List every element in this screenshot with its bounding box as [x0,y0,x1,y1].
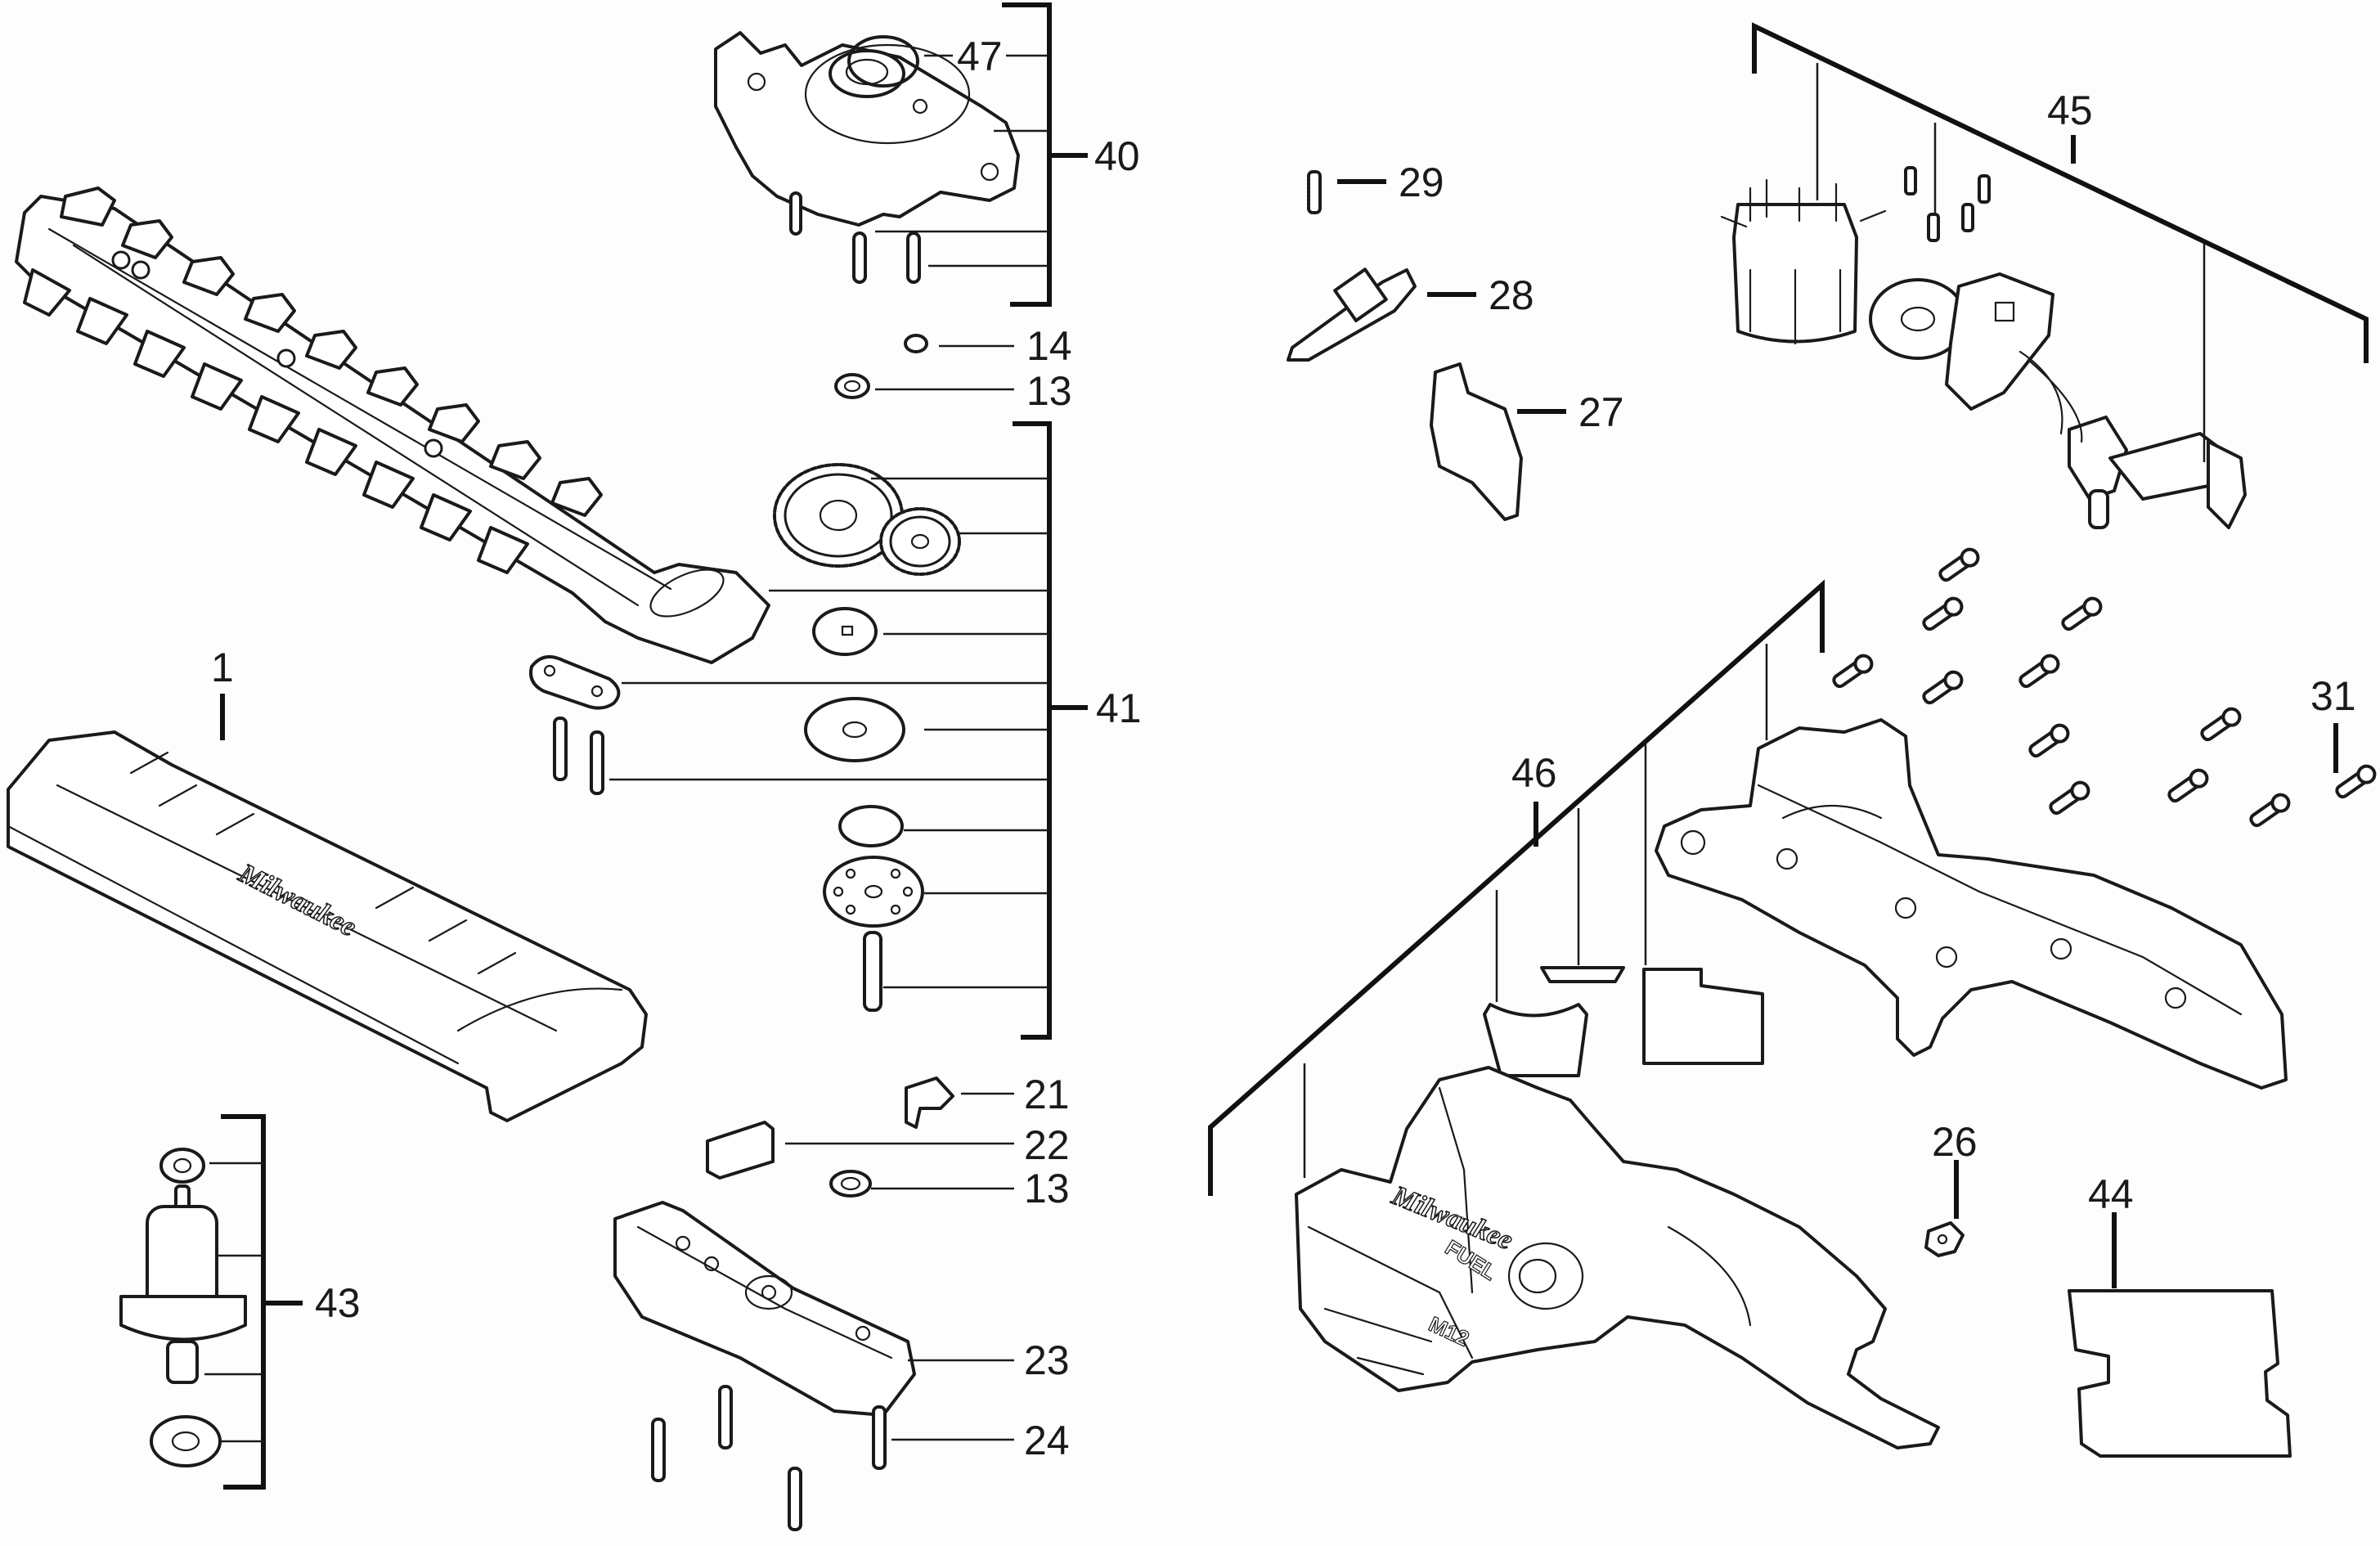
callout-31: 31 [2310,673,2356,719]
motor-electronics-assembly [1720,166,2247,529]
callout-23: 23 [1024,1337,1070,1383]
callout-24: 24 [1024,1418,1070,1463]
housing-half-outer: Milwaukee FUEL M12 [1295,1066,1940,1449]
callout-13-upper: 13 [1026,368,1072,414]
trigger-part [1430,362,1523,521]
callout-29: 29 [1399,160,1444,205]
callout-1: 1 [211,645,234,690]
housing-half-inner [1655,718,2288,1090]
callout-labels: 47 40 14 13 41 1 21 22 13 23 24 43 29 28… [211,34,2356,1463]
lock-clip-part [1924,1221,1965,1257]
spring-part [1307,170,1322,214]
felt-pad-part [706,1121,775,1180]
bracket-clip-part [905,1076,954,1129]
retaining-ring-lower-part [829,1170,872,1198]
callout-44: 44 [2088,1171,2134,1217]
cover-screws [651,1385,887,1531]
spring-clip-part [904,334,928,353]
blade-cover: Milwaukee [7,730,648,1122]
callout-13-lower: 13 [1024,1166,1070,1211]
gear-case-cover [613,1201,916,1417]
callout-46: 46 [1511,750,1557,796]
blade-drive-assembly [529,463,961,1012]
service-label-part [2068,1289,2292,1458]
lock-off-lever-part [1287,267,1417,362]
housing-label-pieces [1483,966,1764,1077]
retaining-ring-upper-part [834,373,870,399]
housing-screws [1832,547,2377,828]
callout-22: 22 [1024,1122,1070,1168]
callout-41: 41 [1096,685,1142,731]
callout-26: 26 [1932,1119,1978,1165]
callout-28: 28 [1489,272,1534,318]
hedge-blade [15,187,770,664]
o-ring-part [847,35,919,88]
callout-47: 47 [957,34,1003,79]
callout-40: 40 [1094,133,1140,179]
callout-leaders [204,2,2369,1490]
callout-27: 27 [1578,389,1624,435]
callout-21: 21 [1024,1072,1070,1117]
callout-45: 45 [2047,88,2093,133]
armature-assembly [119,1148,247,1467]
callout-43: 43 [315,1280,361,1326]
callout-14: 14 [1026,323,1072,369]
